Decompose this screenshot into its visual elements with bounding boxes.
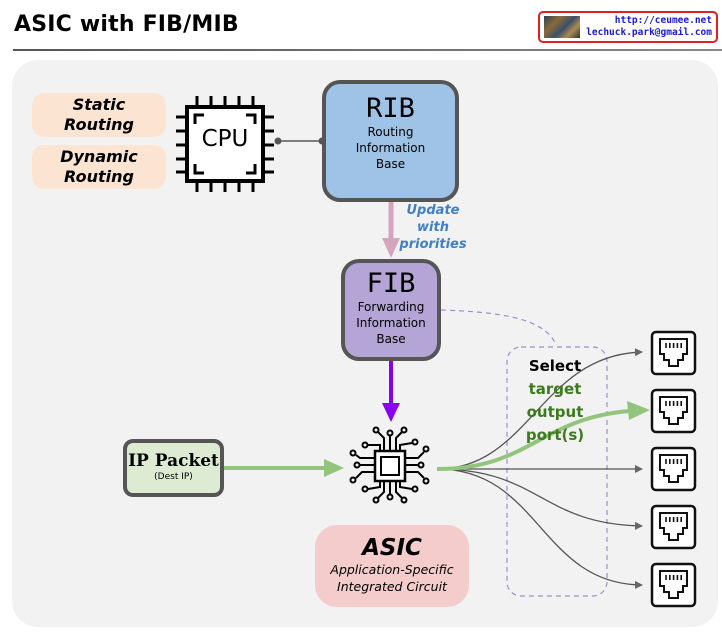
cpu-rib-connector bbox=[274, 137, 326, 145]
fib-line3: Base bbox=[376, 332, 406, 346]
select-note-line1: Select bbox=[528, 357, 582, 375]
ethernet-port-icon bbox=[650, 330, 697, 376]
circuit-chip-icon bbox=[349, 426, 430, 504]
static-routing-line1: Static bbox=[72, 95, 126, 114]
asic-box: ASIC Application-Specific Integrated Cir… bbox=[315, 525, 469, 607]
asic-line2: Integrated Circuit bbox=[337, 579, 447, 594]
select-note-line2: target bbox=[528, 380, 582, 398]
packet-asic-arrow bbox=[224, 459, 344, 477]
static-routing-line2: Routing bbox=[64, 115, 134, 134]
rib-line1: Routing bbox=[367, 125, 414, 139]
ip-packet-box: IP Packet (Dest IP) bbox=[123, 439, 224, 497]
asic-title: ASIC bbox=[362, 535, 422, 561]
title-divider bbox=[13, 49, 722, 51]
selected-arrowhead bbox=[627, 401, 650, 420]
update-note-line2: with bbox=[417, 220, 449, 235]
asic-line1: Application-Specific bbox=[330, 562, 454, 577]
dynamic-routing-line2: Routing bbox=[64, 167, 134, 186]
update-note-line3: priorities bbox=[399, 237, 467, 252]
page-title: ASIC with FIB/MIB bbox=[14, 12, 239, 37]
update-arrow bbox=[382, 202, 400, 258]
ethernet-port-icon bbox=[650, 504, 697, 550]
author-thumbnail bbox=[544, 16, 580, 38]
fib-line2: Information bbox=[356, 316, 426, 330]
fib-title: FIB bbox=[366, 268, 416, 299]
select-note-line4: port(s) bbox=[525, 426, 585, 444]
update-note-line1: Update bbox=[406, 203, 460, 218]
fib-line1: Forwarding bbox=[357, 300, 425, 314]
select-note-line3: output bbox=[526, 403, 584, 421]
fib-asic-arrow bbox=[382, 361, 400, 422]
output-ports bbox=[650, 330, 697, 608]
ethernet-port-icon bbox=[650, 446, 697, 492]
output-paths bbox=[436, 348, 650, 589]
fib-select-dashed-link bbox=[440, 309, 557, 346]
fib-box: FIB Forwarding Information Base bbox=[341, 259, 441, 361]
rib-line3: Base bbox=[375, 157, 406, 171]
ethernet-port-icon bbox=[650, 562, 697, 608]
output-path-2-selected bbox=[436, 409, 631, 471]
rib-box: RIB Routing Information Base bbox=[322, 80, 459, 202]
select-region bbox=[506, 346, 608, 597]
update-note: Update with priorities bbox=[395, 202, 471, 253]
rib-line2: Information bbox=[355, 141, 426, 155]
cpu-label: CPU bbox=[201, 126, 249, 152]
select-note: Select target output port(s) bbox=[510, 355, 600, 447]
ethernet-port-icon-selected bbox=[650, 388, 697, 434]
credit-url[interactable]: http://ceumee.net bbox=[614, 15, 712, 26]
output-path-1 bbox=[436, 348, 643, 470]
credit-box: http://ceumee.net lechuck.park@gmail.com bbox=[538, 11, 718, 43]
output-path-4 bbox=[436, 468, 643, 530]
dynamic-routing-line1: Dynamic bbox=[60, 147, 138, 166]
cpu-chip-icon bbox=[176, 96, 274, 192]
ip-packet-subtitle: (Dest IP) bbox=[154, 472, 193, 482]
ip-packet-title: IP Packet bbox=[128, 451, 219, 471]
credit-email[interactable]: lechuck.park@gmail.com bbox=[586, 27, 712, 38]
output-path-5 bbox=[436, 468, 643, 589]
rib-title: RIB bbox=[366, 93, 415, 124]
